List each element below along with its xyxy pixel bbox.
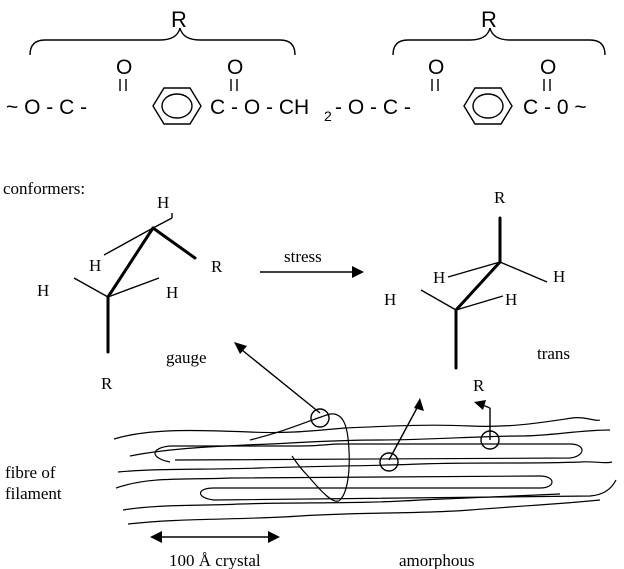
atom-label: R <box>101 374 113 393</box>
atom-label: R <box>473 376 485 395</box>
gauge-marker <box>310 408 330 428</box>
atom-label: H <box>433 268 445 287</box>
gauche-label: gauge <box>166 348 207 367</box>
group-label-right: R <box>481 7 497 32</box>
fibre-label: fibre of <box>5 463 56 482</box>
benzene-ring-icon <box>463 87 513 125</box>
carbonyl-oxygen: O <box>540 56 556 79</box>
atom-label: H <box>89 256 101 275</box>
stress-label: stress <box>284 247 322 266</box>
benzene-ring-icon <box>152 87 202 125</box>
atom-label: R <box>211 257 223 276</box>
atom-label: H <box>37 281 49 300</box>
atom-label: H <box>384 290 396 309</box>
formula: R R O O O O ~ O - C - C - O - CH 2 - O -… <box>6 7 606 125</box>
atom-label: H <box>166 283 178 302</box>
gauge-pointers <box>234 342 500 472</box>
crystal-label: 100 Å crystal <box>169 551 261 569</box>
crystal-size-arrow <box>150 531 280 543</box>
amorphous-label: amorphous <box>399 551 475 569</box>
subscript: 2 <box>324 108 332 124</box>
gauche-conformer: H H H H R R <box>37 193 223 393</box>
atom-label: H <box>157 193 169 212</box>
group-label-left: R <box>171 7 187 32</box>
chain-segment: C - 0 ~ <box>523 96 587 119</box>
gauge-marker <box>480 430 500 450</box>
brace-left <box>29 27 296 56</box>
carbonyl-oxygen: O <box>227 56 243 79</box>
chain-segment: ~ O - C - <box>6 96 87 119</box>
fibre-label: filament <box>5 484 62 503</box>
pointer-arrowhead-icon <box>474 400 486 410</box>
carbonyl-oxygen: O <box>428 56 444 79</box>
carbonyl-oxygen: O <box>116 56 132 79</box>
stress-arrow: stress <box>260 247 364 278</box>
chain-segment: - O - C - <box>335 96 411 119</box>
trans-label: trans <box>537 344 570 363</box>
chain-segment: C - O - CH <box>210 96 309 119</box>
atom-label: H <box>505 290 517 309</box>
conformers-title: conformers: <box>3 179 85 198</box>
fibre-chains <box>113 413 617 525</box>
trans-conformer: R R H H H H <box>384 188 565 395</box>
pointer-arrowhead-icon <box>414 398 424 411</box>
double-bonds <box>119 79 551 91</box>
pointer-arrowhead-icon <box>234 342 247 354</box>
atom-label: H <box>553 267 565 286</box>
brace-right <box>392 27 606 56</box>
atom-label: R <box>494 188 506 207</box>
gauge-marker <box>379 452 399 472</box>
